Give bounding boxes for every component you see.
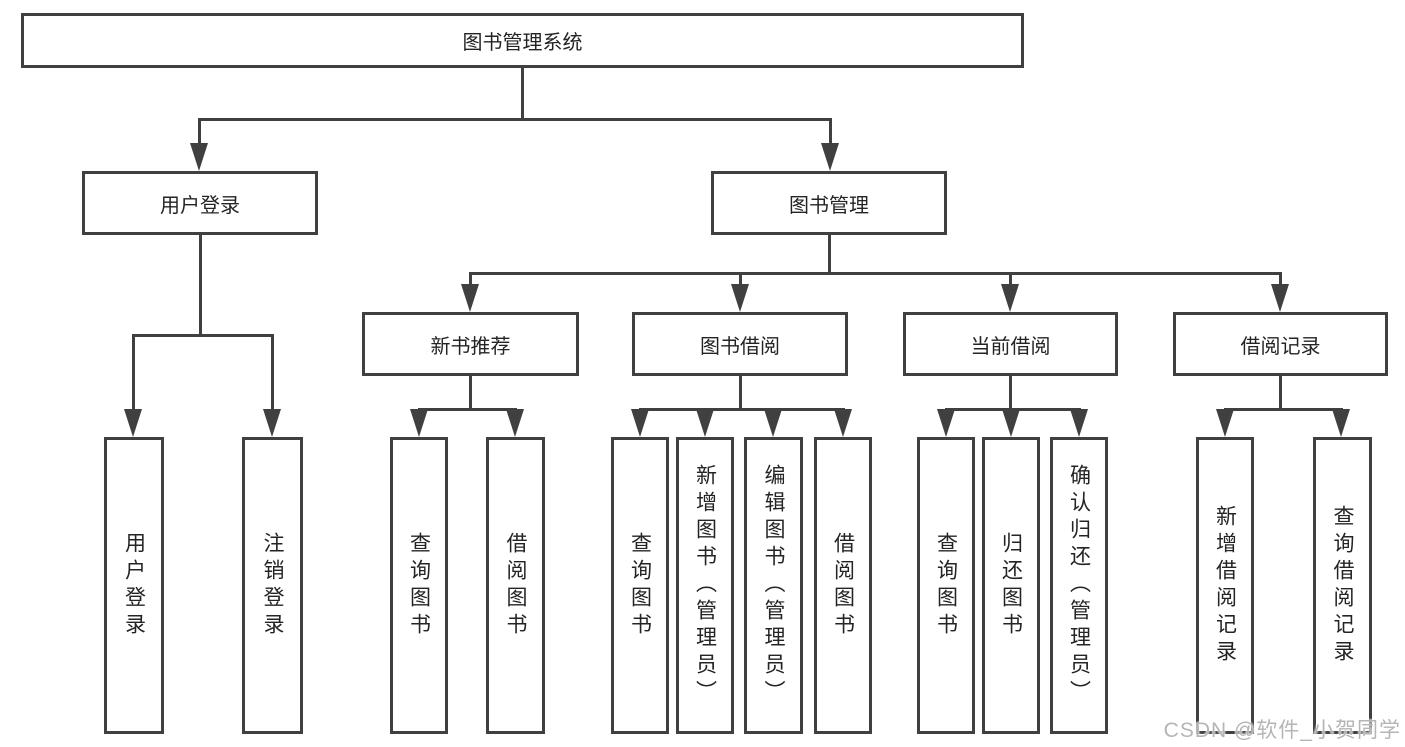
connector-line <box>828 235 831 272</box>
node-label: 图书管理 <box>789 194 869 217</box>
leaf-edit-book-admin: 编辑图书（管理员） <box>744 437 803 734</box>
connector-line <box>469 272 1282 275</box>
arrowhead-icon <box>124 409 142 437</box>
connector-line <box>469 272 472 288</box>
leaf-label: 确认归还（管理员） <box>1067 464 1091 707</box>
node-borrow-records: 借阅记录 <box>1173 312 1388 376</box>
leaf-label: 查询图书 <box>628 531 652 640</box>
connector-line <box>1009 272 1012 288</box>
arrowhead-icon <box>263 409 281 437</box>
node-label: 图书借阅 <box>700 335 780 358</box>
arrowhead-icon <box>461 284 479 312</box>
node-label: 图书管理系统 <box>462 32 583 54</box>
leaf-logout: 注销登录 <box>242 437 303 734</box>
watermark-text: CSDN @软件_小贺同学 <box>1163 719 1401 742</box>
node-book-management: 图书管理 <box>711 171 947 235</box>
leaf-borrow-book-recommend: 借阅图书 <box>486 437 545 734</box>
arrowhead-icon <box>937 409 955 437</box>
leaf-confirm-return-admin: 确认归还（管理员） <box>1050 437 1108 734</box>
connector-line <box>1009 376 1012 408</box>
connector-line <box>418 408 517 411</box>
arrowhead-icon <box>834 409 852 437</box>
connector-line <box>1279 376 1282 408</box>
leaf-query-borrow-record: 查询借阅记录 <box>1313 437 1372 734</box>
leaf-return-book: 归还图书 <box>982 437 1040 734</box>
leaf-borrow-book: 借阅图书 <box>814 437 872 734</box>
leaf-query-books-borrow: 查询图书 <box>611 437 669 734</box>
node-label: 当前借阅 <box>970 335 1051 358</box>
leaf-label: 新增借阅记录 <box>1213 504 1237 667</box>
node-library-management-system: 图书管理系统 <box>21 13 1024 68</box>
connector-line <box>739 272 742 288</box>
leaf-query-books-current: 查询图书 <box>917 437 975 734</box>
arrowhead-icon <box>1070 409 1088 437</box>
arrowhead-icon <box>731 284 749 312</box>
leaf-label: 新增图书（管理员） <box>693 464 717 707</box>
arrowhead-icon <box>1002 409 1020 437</box>
arrowhead-icon <box>821 143 839 171</box>
leaf-label: 归还图书 <box>999 531 1023 640</box>
leaf-label: 查询借阅记录 <box>1331 504 1354 667</box>
node-label: 用户登录 <box>160 194 240 217</box>
node-book-borrow: 图书借阅 <box>632 312 848 376</box>
connector-line <box>469 376 472 408</box>
arrowhead-icon <box>1332 409 1350 437</box>
leaf-label: 编辑图书（管理员） <box>762 464 785 707</box>
arrowhead-icon <box>764 409 782 437</box>
node-new-book-recommend: 新书推荐 <box>362 312 579 376</box>
node-current-borrow: 当前借阅 <box>903 312 1118 376</box>
connector-line <box>1279 272 1282 288</box>
connector-line <box>198 118 832 121</box>
arrowhead-icon <box>506 409 524 437</box>
arrowhead-icon <box>1216 409 1234 437</box>
leaf-label: 借阅图书 <box>831 531 855 640</box>
leaf-add-borrow-record: 新增借阅记录 <box>1196 437 1254 734</box>
leaf-label: 注销登录 <box>261 531 284 640</box>
leaf-query-books-recommend: 查询图书 <box>390 437 448 734</box>
connector-line <box>271 334 274 412</box>
connector-line <box>829 118 832 146</box>
arrowhead-icon <box>190 143 208 171</box>
leaf-label: 用户登录 <box>122 531 146 640</box>
connector-line <box>199 235 202 334</box>
connector-line <box>1224 408 1343 411</box>
connector-line <box>739 376 742 408</box>
leaf-label: 查询图书 <box>934 531 958 640</box>
arrowhead-icon <box>1271 284 1289 312</box>
arrowhead-icon <box>696 409 714 437</box>
node-user-login: 用户登录 <box>82 171 318 235</box>
connector-line <box>521 68 524 118</box>
arrowhead-icon <box>410 409 428 437</box>
leaf-user-login: 用户登录 <box>104 437 164 734</box>
leaf-add-book-admin: 新增图书（管理员） <box>676 437 734 734</box>
arrowhead-icon <box>631 409 649 437</box>
connector-line <box>132 334 274 337</box>
leaf-label: 借阅图书 <box>504 531 527 640</box>
connector-line <box>198 118 201 146</box>
node-label: 借阅记录 <box>1240 335 1321 358</box>
connector-line <box>639 408 844 411</box>
connector-line <box>132 334 135 412</box>
arrowhead-icon <box>1001 284 1019 312</box>
node-label: 新书推荐 <box>430 335 511 358</box>
leaf-label: 查询图书 <box>407 531 431 640</box>
